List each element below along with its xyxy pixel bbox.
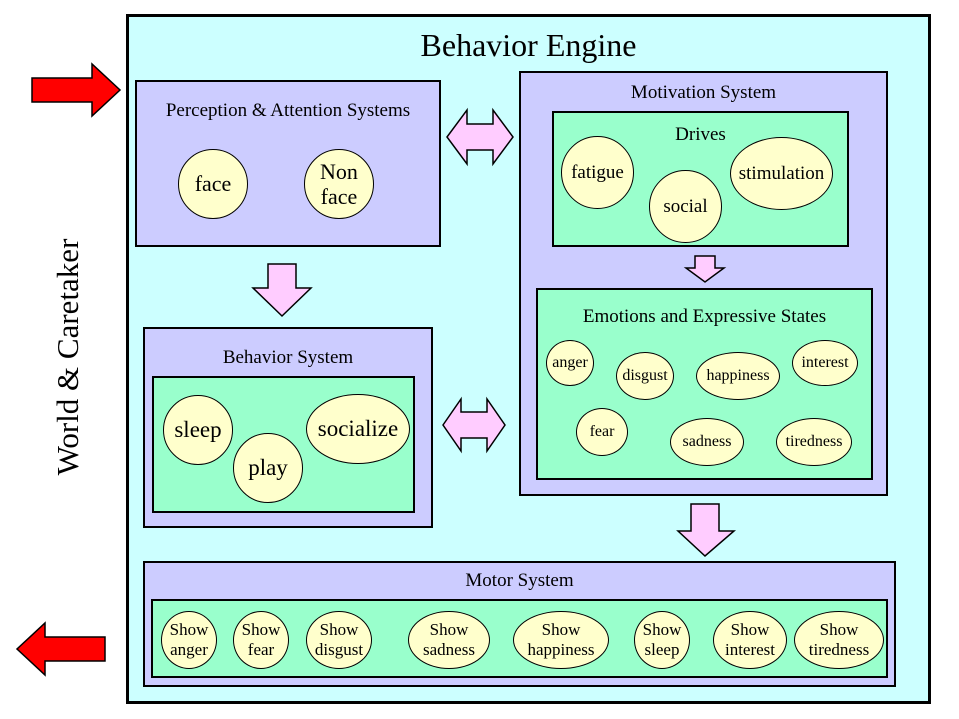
node-happiness: happiness: [696, 352, 780, 400]
drives-panel: Drives fatigue social stimulation: [552, 111, 849, 247]
node-interest: interest: [792, 340, 858, 386]
drives-to-emotions-arrow-icon: [683, 255, 727, 283]
perception-to-behavior-arrow-icon: [251, 263, 313, 318]
emotions-panel: Emotions and Expressive States anger dis…: [536, 288, 873, 480]
output-arrow-icon: [15, 621, 106, 677]
motivation-to-motor-arrow-icon: [676, 503, 737, 558]
node-disgust: disgust: [616, 352, 674, 400]
node-play: play: [233, 433, 303, 503]
node-show-disgust: Show disgust: [306, 611, 372, 669]
engine-title: Behavior Engine: [420, 27, 637, 63]
node-non-face: Non face: [304, 149, 374, 219]
node-show-sleep: Show sleep: [634, 611, 690, 669]
node-show-fear: Show fear: [233, 611, 289, 669]
motor-panel: Show anger Show fear Show disgust Show s…: [151, 599, 888, 678]
node-sleep: sleep: [163, 395, 233, 465]
node-sadness: sadness: [670, 418, 744, 466]
node-social: social: [649, 170, 722, 243]
side-label: World & Caretaker: [50, 238, 85, 476]
node-stimulation: stimulation: [730, 137, 833, 210]
drives-title: Drives: [675, 124, 726, 145]
behavior-motivation-double-arrow-icon: [442, 396, 506, 454]
behavior-title: Behavior System: [222, 347, 354, 368]
node-fear: fear: [576, 408, 628, 456]
node-show-tiredness: Show tiredness: [794, 611, 884, 669]
node-show-sadness: Show sadness: [408, 611, 490, 669]
node-fatigue: fatigue: [561, 136, 634, 209]
motivation-title: Motivation System: [630, 82, 777, 103]
node-show-interest: Show interest: [713, 611, 787, 669]
behavior-panel: sleep play socialize: [152, 376, 415, 513]
node-socialize: socialize: [306, 394, 410, 464]
motor-title: Motor System: [465, 570, 574, 591]
node-tiredness: tiredness: [776, 418, 852, 466]
node-show-happiness: Show happiness: [513, 611, 609, 669]
perception-motivation-double-arrow-icon: [446, 107, 514, 167]
node-face: face: [178, 149, 248, 219]
input-arrow-icon: [31, 62, 122, 118]
node-show-anger: Show anger: [161, 611, 217, 669]
node-anger: anger: [546, 340, 594, 386]
perception-system: Perception & Attention Systems face Non …: [135, 80, 441, 247]
perception-title: Perception & Attention Systems: [165, 100, 411, 121]
emotions-title: Emotions and Expressive States: [582, 306, 827, 327]
